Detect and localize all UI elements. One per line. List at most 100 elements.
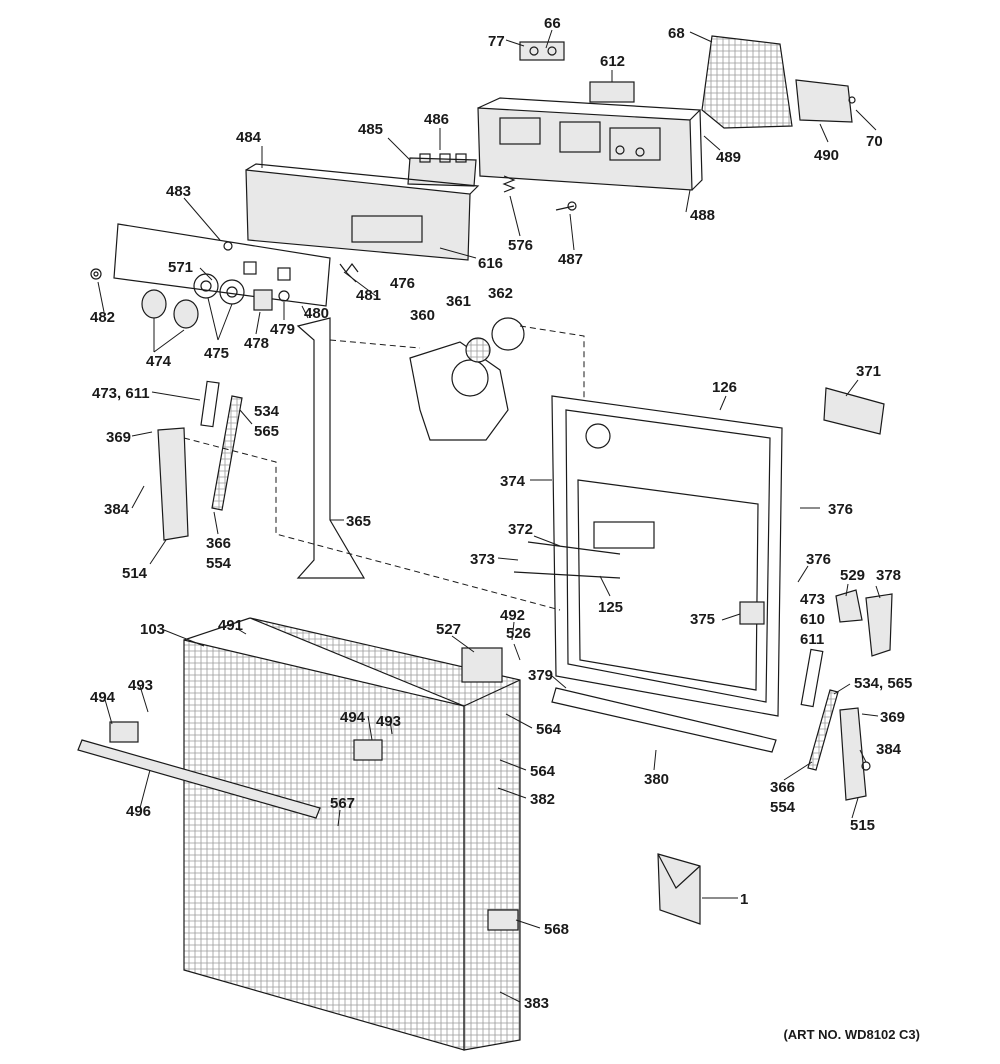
callout-361: 361 <box>446 293 471 310</box>
outer-door-383 <box>183 617 521 1051</box>
callout-383: 383 <box>524 995 549 1012</box>
callout-485: 485 <box>358 121 383 138</box>
envelope-1 <box>657 853 701 925</box>
part-479 <box>278 290 290 302</box>
art-number: (ART NO. WD8102 C3) <box>783 1027 920 1042</box>
hinge-515 <box>839 707 871 801</box>
vent-365 <box>296 317 366 579</box>
callout-529: 529 <box>840 567 865 584</box>
callout-571: 571 <box>168 259 193 276</box>
gasket-380 <box>551 687 777 753</box>
callout-382: 382 <box>530 791 555 808</box>
callout-376-b: 376 <box>806 551 831 568</box>
callout-126: 126 <box>712 379 737 396</box>
end-cap-494a <box>109 721 139 743</box>
leader-lines <box>97 29 881 1003</box>
callout-374: 374 <box>500 473 526 490</box>
callout-77: 77 <box>488 33 505 50</box>
callout-475: 475 <box>204 345 229 362</box>
callout-362: 362 <box>488 285 513 302</box>
callout-554-right: 554 <box>770 799 796 816</box>
callout-526: 526 <box>506 625 531 642</box>
bracket-485 <box>407 153 477 187</box>
callout-380: 380 <box>644 771 669 788</box>
screw-487 <box>555 201 577 211</box>
board-490 <box>795 79 856 123</box>
bracket-568 <box>487 909 519 931</box>
callout-515: 515 <box>850 817 875 834</box>
spring-534a <box>211 395 243 511</box>
callout-474: 474 <box>146 353 172 370</box>
rod-473-611 <box>200 380 220 428</box>
hinge-514 <box>157 427 189 541</box>
callout-567: 567 <box>330 795 355 812</box>
end-cap-494b <box>353 739 383 761</box>
callout-70: 70 <box>866 133 883 150</box>
callout-514: 514 <box>122 565 148 582</box>
callout-369-right: 369 <box>880 709 905 726</box>
callout-478: 478 <box>244 335 269 352</box>
callout-491: 491 <box>218 617 243 634</box>
handle-496 <box>77 739 321 819</box>
callout-366-right: 366 <box>770 779 795 796</box>
callout-489: 489 <box>716 149 741 166</box>
callout-494-center: 494 <box>340 709 366 726</box>
shield-68 <box>701 35 793 129</box>
callout-576: 576 <box>508 237 533 254</box>
callout-534-565-right: 534, 565 <box>854 675 912 692</box>
callout-1: 1 <box>740 891 748 908</box>
callout-371: 371 <box>856 363 881 380</box>
callout-487: 487 <box>558 251 583 268</box>
spring-534b <box>807 689 839 771</box>
callout-384-right: 384 <box>876 741 902 758</box>
callout-496: 496 <box>126 803 151 820</box>
washer-482 <box>90 268 102 280</box>
cover-378 <box>865 593 893 657</box>
hinge-guide <box>183 437 561 611</box>
blower-guide <box>329 339 421 349</box>
callout-565: 565 <box>254 423 279 440</box>
fan-361 <box>465 337 491 363</box>
blower-360 <box>409 341 509 441</box>
callout-554-left: 554 <box>206 555 232 572</box>
callout-492: 492 <box>500 607 525 624</box>
callout-384-left: 384 <box>104 501 130 518</box>
callout-484: 484 <box>236 129 262 146</box>
callout-375: 375 <box>690 611 715 628</box>
spring-576 <box>502 175 516 193</box>
callout-365: 365 <box>346 513 371 530</box>
spring-476 <box>339 263 359 273</box>
callout-610: 610 <box>800 611 825 628</box>
callout-527: 527 <box>436 621 461 638</box>
callout-483: 483 <box>166 183 191 200</box>
callout-482: 482 <box>90 309 115 326</box>
callout-labels: 77 66 68 612 486 485 484 489 490 70 483 … <box>90 15 912 1012</box>
callout-473-611: 473, 611 <box>92 385 150 402</box>
callout-103: 103 <box>140 621 165 638</box>
switch-77 <box>519 41 565 61</box>
callout-360: 360 <box>410 307 435 324</box>
callout-534: 534 <box>254 403 280 420</box>
callout-480: 480 <box>304 305 329 322</box>
callout-611-right: 611 <box>800 631 824 648</box>
callout-372: 372 <box>508 521 533 538</box>
callout-125: 125 <box>598 599 623 616</box>
callout-564-b: 564 <box>530 763 556 780</box>
callout-486: 486 <box>424 111 449 128</box>
bracket-372 <box>513 541 621 579</box>
control-housing-488 <box>477 97 703 191</box>
callout-379: 379 <box>528 667 553 684</box>
callout-366-left: 366 <box>206 535 231 552</box>
callout-373: 373 <box>470 551 495 568</box>
callout-369-left: 369 <box>106 429 131 446</box>
callout-378: 378 <box>876 567 901 584</box>
panel-483 <box>113 223 331 307</box>
encoders-475 <box>193 273 245 305</box>
knobs-474 <box>141 289 199 329</box>
part-478 <box>253 289 273 311</box>
label-612 <box>589 81 635 103</box>
inner-door-374 <box>551 395 783 717</box>
callout-612: 612 <box>600 53 625 70</box>
disk-362 <box>491 317 525 351</box>
